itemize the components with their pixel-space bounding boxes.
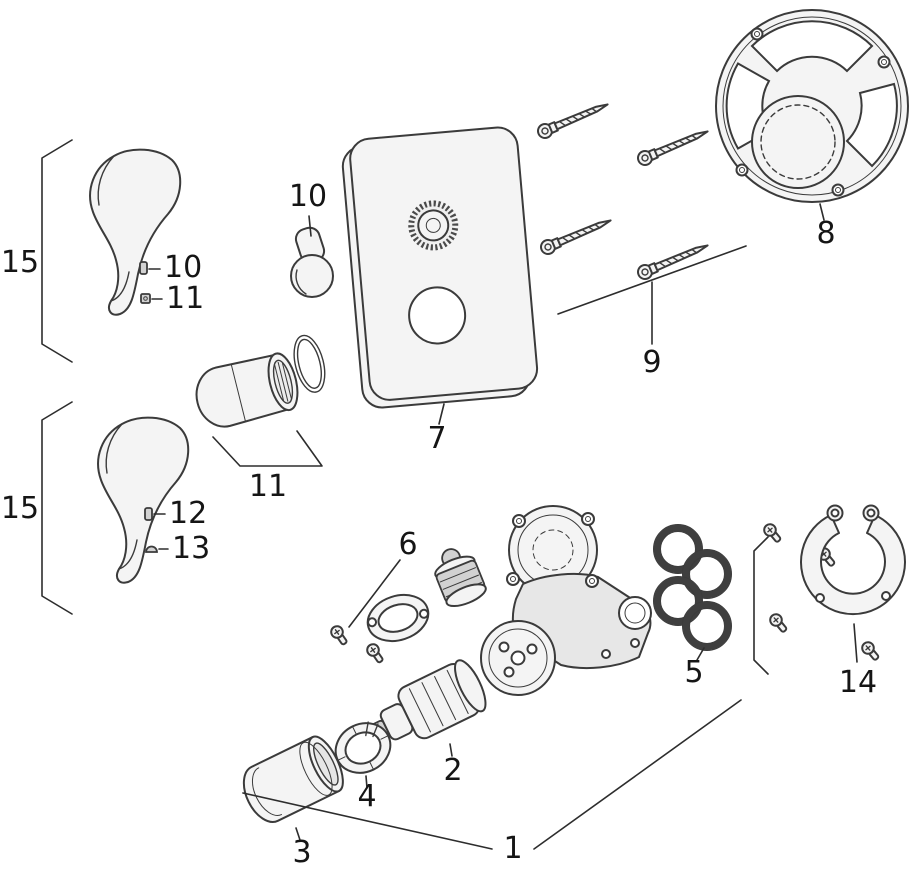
part-13-small-cap-icon	[145, 545, 169, 553]
part-10-small-screw-icon	[139, 261, 161, 275]
valve-body	[480, 505, 652, 696]
bracket-9	[557, 245, 747, 315]
part-3-cap	[242, 735, 344, 823]
callout-15-bottom: 15	[1, 491, 39, 526]
callout-1: 1	[503, 831, 522, 866]
part-6-check-valve	[434, 548, 487, 608]
part-9-screw-1	[534, 96, 612, 142]
part-15-lever-handle-bottom	[97, 416, 190, 584]
callout-10-small: 10	[164, 250, 202, 285]
part-11-sleeve	[195, 334, 326, 428]
bracket-15-bottom	[41, 401, 73, 615]
leader-7	[438, 403, 445, 425]
part-14-screw-3	[766, 610, 791, 636]
callout-6: 6	[398, 527, 417, 562]
leader-5	[696, 647, 705, 661]
bracket-11	[212, 430, 323, 467]
part-10-adapter	[290, 226, 334, 298]
callout-13: 13	[172, 531, 210, 566]
part-9-screw-3	[537, 212, 615, 258]
part-7-faceplate	[341, 126, 539, 409]
leader-6	[348, 559, 401, 628]
callout-10-main: 10	[289, 179, 327, 214]
part-12-small-screw-icon	[144, 507, 166, 521]
callout-9: 9	[642, 345, 661, 380]
leader-3	[295, 827, 301, 841]
callout-2: 2	[443, 753, 462, 788]
callout-11-main: 11	[249, 469, 287, 504]
part-14-screw-4	[858, 638, 883, 664]
callout-8: 8	[816, 216, 835, 251]
part-2-cartridge	[367, 659, 487, 742]
callout-3: 3	[292, 835, 311, 870]
leader-2	[449, 743, 453, 757]
callout-labels: 15 15 10 11 12 13 10 11 7 9 8 6 5 2 4 3 …	[1, 179, 877, 870]
part-6-gasket	[366, 593, 430, 643]
callout-11-small: 11	[166, 281, 204, 316]
part-11-small-plug-icon	[140, 293, 163, 304]
leader-8	[819, 203, 825, 221]
callout-12: 12	[169, 496, 207, 531]
leader-14	[853, 623, 858, 663]
callout-7: 7	[427, 421, 446, 456]
part-9-screw-2	[634, 123, 712, 169]
bracket-15-top	[41, 139, 73, 363]
part-6-screw-1	[327, 622, 351, 648]
leader-10	[308, 215, 312, 237]
part-6-screw-2	[363, 640, 387, 666]
callout-5: 5	[684, 655, 703, 690]
callout-14: 14	[839, 665, 877, 700]
callout-15-top: 15	[1, 245, 39, 280]
part-4-lock-ring	[334, 721, 392, 774]
callout-4: 4	[357, 779, 376, 814]
part-5-o-rings	[654, 525, 732, 651]
leader-4	[365, 775, 368, 789]
part-8-mounting-plate	[715, 9, 909, 203]
part-14-fixing-set	[760, 504, 906, 664]
bracket-1	[242, 699, 742, 850]
part-9-screw-4	[634, 237, 712, 283]
part-15-lever-handle-top	[89, 148, 182, 316]
bracket-14	[753, 536, 769, 675]
